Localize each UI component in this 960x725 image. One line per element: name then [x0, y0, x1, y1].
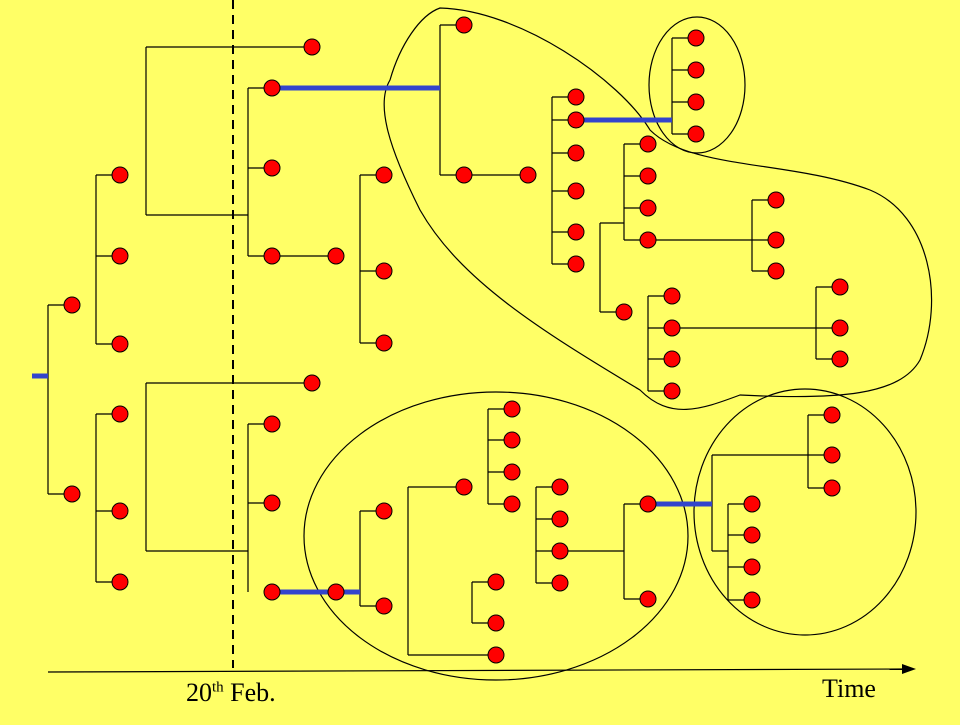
tree-node-44 [567, 223, 585, 241]
tree-node-9 [263, 79, 281, 97]
tree-node-56 [767, 262, 785, 280]
cluster-outline-upper-large [383, 7, 933, 411]
tree-node-2 [111, 166, 129, 184]
tree-node-12 [327, 247, 345, 265]
tree-node-63 [831, 319, 849, 337]
tree-node-52 [639, 199, 657, 217]
date-month: Feb. [223, 678, 276, 707]
tree-node-60 [663, 350, 681, 368]
date-suffix: th [212, 679, 224, 696]
tree-node-38 [455, 166, 473, 184]
tree-node-28 [551, 478, 569, 496]
tree-node-65 [823, 406, 841, 424]
tree-node-68 [743, 495, 761, 513]
tree-node-21 [375, 502, 393, 520]
tree-node-6 [111, 502, 129, 520]
time-axis-label: Time [822, 674, 876, 703]
tree-node-35 [639, 495, 657, 513]
tree-node-47 [687, 61, 705, 79]
tree-node-22 [375, 597, 393, 615]
tree-node-23 [455, 478, 473, 496]
tree-node-40 [567, 88, 585, 106]
tree-node-70 [743, 558, 761, 576]
tree-node-62 [831, 278, 849, 296]
tree-node-48 [687, 93, 705, 111]
tree-node-59 [663, 319, 681, 337]
tree-node-67 [823, 479, 841, 497]
tree-node-3 [111, 247, 129, 265]
tree-node-32 [487, 573, 505, 591]
cluster-outlines [303, 7, 933, 681]
tree-node-53 [639, 231, 657, 249]
time-axis-line [47, 668, 906, 673]
tree-node-39 [519, 166, 537, 184]
tree-node-61 [663, 382, 681, 400]
tree-node-18 [263, 494, 281, 512]
tree-node-0 [63, 296, 81, 314]
tree-node-55 [767, 231, 785, 249]
tree-node-20 [327, 583, 345, 601]
tree-node-37 [455, 16, 473, 34]
tree-node-66 [823, 446, 841, 464]
date-label: 20th Feb. [186, 678, 276, 708]
tree-node-45 [567, 255, 585, 273]
tree-node-58 [663, 287, 681, 305]
tree-node-10 [263, 159, 281, 177]
time-axis-arrowhead [902, 664, 916, 674]
tree-node-25 [503, 431, 521, 449]
tree-node-50 [639, 135, 657, 153]
tree-node-5 [111, 405, 129, 423]
tree-node-24 [503, 400, 521, 418]
tree-node-31 [551, 574, 569, 592]
cluster-outline-lower-left [303, 391, 689, 681]
tree-node-4 [111, 335, 129, 353]
tree-node-64 [831, 350, 849, 368]
tree-node-34 [487, 646, 505, 664]
tree-node-14 [375, 262, 393, 280]
tree-node-17 [263, 415, 281, 433]
tree-node-30 [551, 542, 569, 560]
date-day: 20 [186, 678, 212, 707]
tree-node-54 [767, 191, 785, 209]
tree-node-26 [503, 463, 521, 481]
tree-node-33 [487, 614, 505, 632]
tree-node-16 [303, 374, 321, 392]
tree-node-36 [639, 590, 657, 608]
time-axis [47, 664, 916, 674]
tree-node-11 [263, 247, 281, 265]
tree-node-71 [743, 591, 761, 609]
tree-node-27 [503, 495, 521, 513]
tree-node-19 [263, 583, 281, 601]
tree-node-1 [63, 485, 81, 503]
tree-node-29 [551, 510, 569, 528]
tree-node-8 [303, 38, 321, 56]
cluster-outline-upper-small [648, 16, 746, 154]
tree-node-7 [111, 573, 129, 591]
tree-node-51 [639, 167, 657, 185]
tree-node-13 [375, 166, 393, 184]
tree-node-49 [687, 125, 705, 143]
tree-node-41 [567, 111, 585, 129]
tree-node-46 [687, 29, 705, 47]
tree-node-69 [743, 526, 761, 544]
tree-node-42 [567, 144, 585, 162]
tree-node-15 [375, 334, 393, 352]
cluster-outline-lower-right [693, 388, 917, 636]
tree-node-43 [567, 182, 585, 200]
tree-node-57 [615, 303, 633, 321]
